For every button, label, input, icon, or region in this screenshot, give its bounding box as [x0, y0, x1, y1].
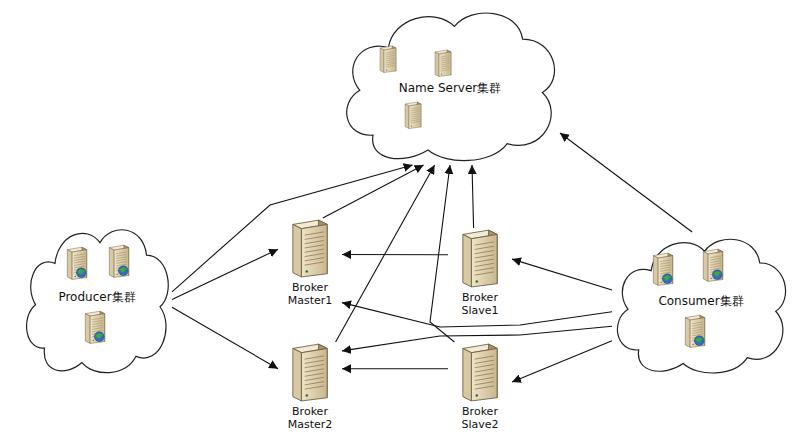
broker-label: Broker Master1 [278, 281, 342, 307]
connector-arrow [336, 165, 435, 342]
server-icon [82, 310, 108, 344]
cluster-cloud: Producer集群 [22, 222, 172, 377]
connector-arrow [512, 341, 612, 382]
connector-arrow [342, 368, 448, 369]
cluster-cloud: Consumer集群 [612, 232, 790, 377]
connector-arrow [560, 133, 692, 232]
broker-server: Broker Slave1 [448, 228, 512, 317]
server-icon [64, 246, 90, 280]
broker-label: Broker Slave1 [448, 291, 512, 317]
broker-server: Broker Master2 [278, 342, 342, 431]
server-icon [457, 228, 503, 288]
server-icon [287, 218, 333, 278]
server-icon [682, 314, 708, 348]
cluster-label: Name Server集群 [340, 81, 560, 95]
server-icon [700, 248, 726, 282]
connector-arrow [323, 165, 424, 218]
server-icon [432, 49, 454, 77]
broker-label: Broker Master2 [278, 405, 342, 431]
server-icon [287, 342, 333, 402]
connector-arrow [172, 249, 278, 299]
server-icon [650, 252, 676, 286]
cluster-cloud: Name Server集群 [340, 5, 560, 165]
connector-arrow [342, 254, 448, 255]
connector-arrow [512, 259, 612, 290]
broker-server: Broker Slave2 [448, 342, 512, 431]
server-icon [402, 101, 424, 129]
broker-server: Broker Master1 [278, 218, 342, 307]
cluster-label: Producer集群 [22, 290, 172, 304]
server-icon [457, 342, 503, 402]
server-icon [377, 45, 399, 73]
connector-arrow [172, 165, 413, 292]
connector-arrow [430, 165, 454, 342]
server-icon [106, 244, 132, 278]
connector-arrow [472, 165, 474, 228]
cluster-label: Consumer集群 [612, 294, 790, 308]
connector-arrow [172, 307, 278, 368]
broker-label: Broker Slave2 [448, 405, 512, 431]
